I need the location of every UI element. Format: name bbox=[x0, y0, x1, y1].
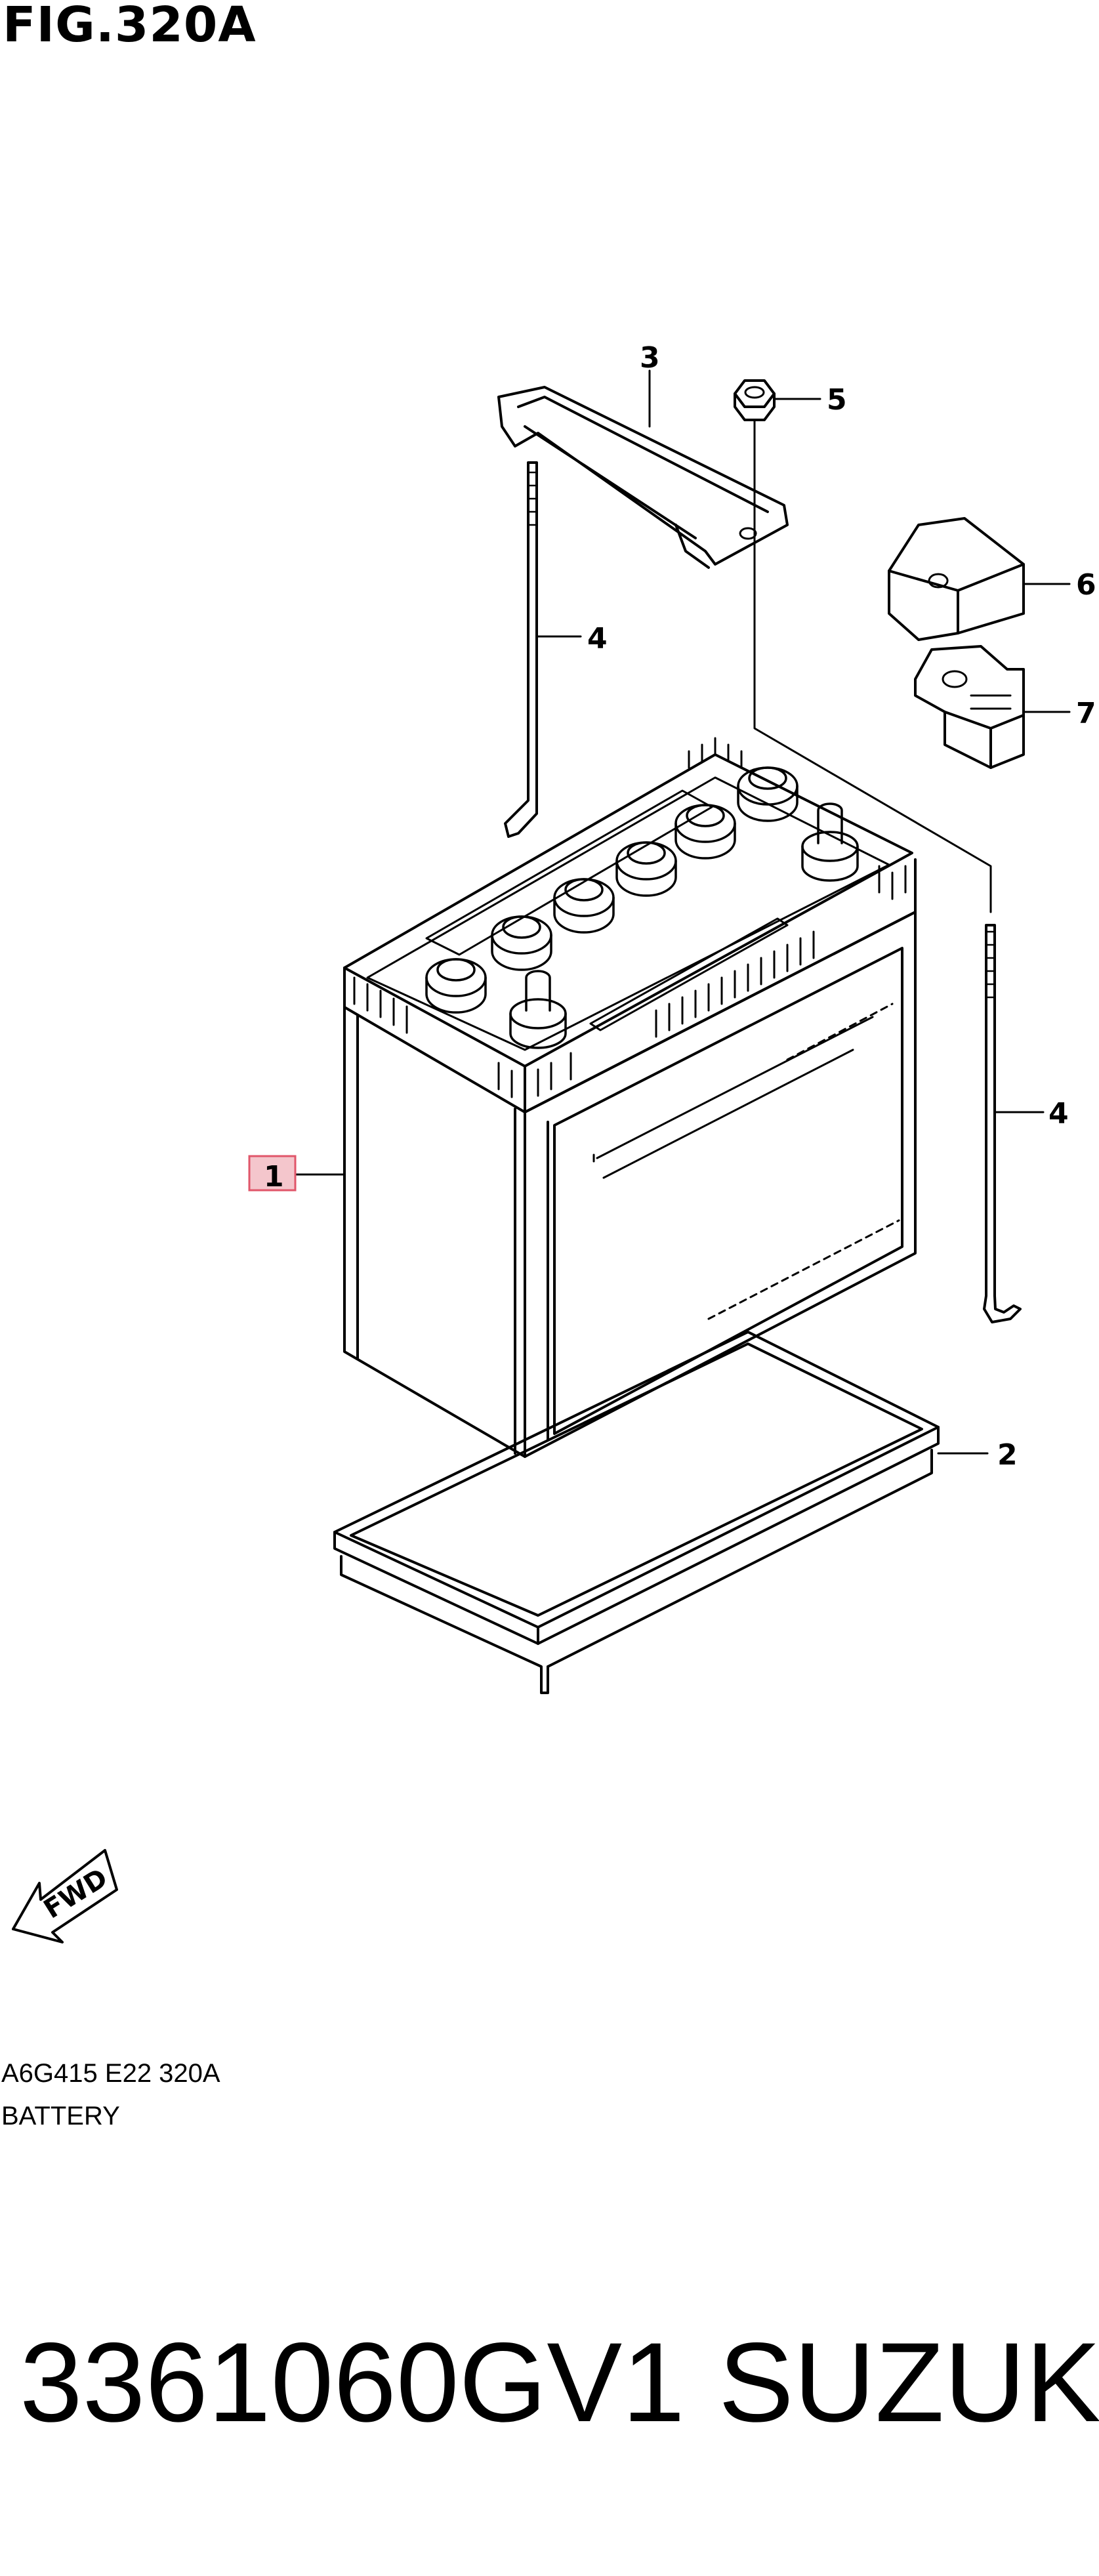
brand-name: SUZUKI bbox=[718, 2319, 1099, 2445]
nut bbox=[734, 379, 776, 421]
battery-hold-down-clamp bbox=[497, 386, 789, 569]
battery bbox=[343, 737, 917, 1458]
terminal-clamp bbox=[914, 645, 1025, 769]
callout-5[interactable]: 5 bbox=[827, 383, 847, 417]
callout-3[interactable]: 3 bbox=[640, 341, 660, 375]
callout-2[interactable]: 2 bbox=[997, 1438, 1018, 1472]
callout-4-left[interactable]: 4 bbox=[587, 622, 608, 655]
terminal-cover bbox=[888, 517, 1025, 641]
callout-1[interactable]: 1 bbox=[264, 1160, 284, 1194]
assembly-lines bbox=[753, 419, 992, 913]
figure-title: FIG.320A bbox=[3, 0, 257, 53]
part-number: 3361060GV1 bbox=[20, 2319, 685, 2445]
callout-1-highlight[interactable] bbox=[248, 1155, 297, 1192]
callout-7[interactable]: 7 bbox=[1076, 697, 1096, 730]
forward-direction-arrow bbox=[12, 1849, 118, 1943]
figure-name: BATTERY bbox=[1, 2102, 120, 2130]
figure-code: A6G415 E22 320A bbox=[1, 2059, 220, 2088]
callout-leaders bbox=[295, 369, 1071, 1455]
callout-4-right[interactable]: 4 bbox=[1048, 1097, 1069, 1131]
hold-down-rod-left bbox=[504, 461, 538, 838]
hold-down-rod-right bbox=[983, 924, 1022, 1323]
callout-6[interactable]: 6 bbox=[1076, 568, 1096, 602]
battery-tray bbox=[333, 1331, 940, 1694]
